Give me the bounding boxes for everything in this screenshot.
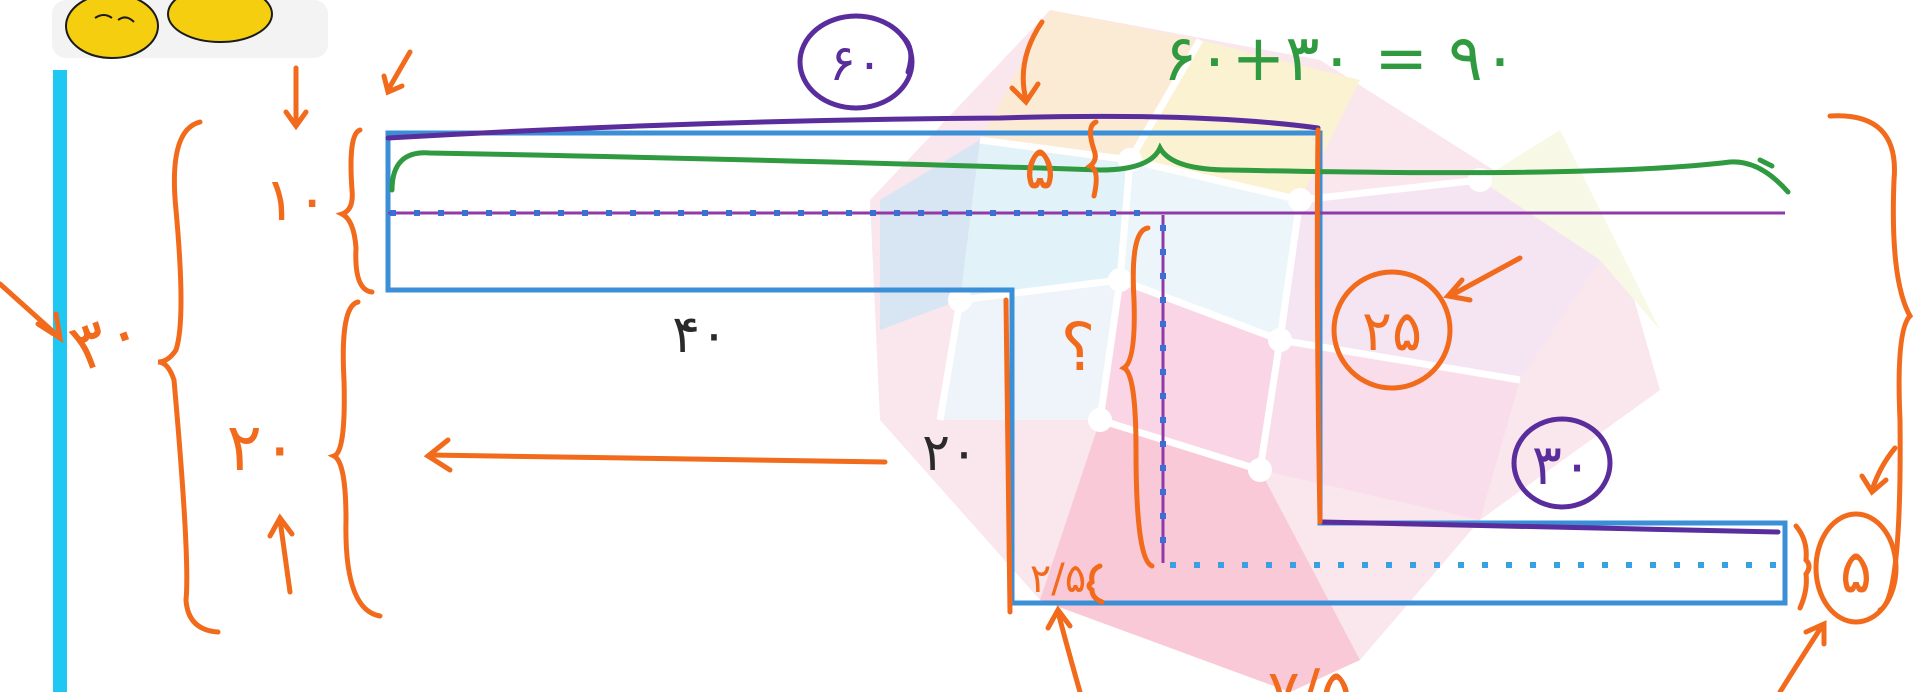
- label-left-top-height: ۱۰: [264, 165, 328, 235]
- label-step-width: ۲۰: [922, 423, 978, 483]
- emoji-face-icons: [52, 0, 328, 59]
- label-bottom-partial: ۷/۵: [1268, 657, 1353, 692]
- label-inner-width: ۴۰: [672, 305, 728, 365]
- purple-annotations: [385, 13, 1781, 535]
- label-unknown-height: ؟: [1060, 309, 1095, 386]
- green-brace: [389, 142, 1791, 195]
- label-sum-equation: ۶۰+۳۰ = ۹۰: [1163, 22, 1517, 96]
- label-top-width: ۶۰: [829, 34, 883, 92]
- orange-annotations: [0, 19, 1914, 695]
- label-left-bottom-height: ۲۰: [227, 409, 298, 486]
- shape-outline: [385, 130, 1788, 606]
- label-middle-height: ۲۵: [1362, 299, 1422, 364]
- label-top-gap: ۵: [1024, 133, 1056, 203]
- label-left-total-height: ۳۰: [60, 291, 153, 388]
- cyan-height-bar: [53, 70, 67, 692]
- label-bottom-strip-height: ۲/۵: [1030, 556, 1086, 602]
- label-bottom-right-width: ۳۰: [1532, 433, 1592, 498]
- watermark-logo: [870, 10, 1660, 692]
- labels: ۶۰ ۶۰+۳۰ = ۹۰ ۵ ۱۰ ۳۰ ۲۰ ۴۰ ۲۰ ؟ ۲۵ ۳۰ ۲…: [60, 22, 1872, 696]
- label-right-strip-height: ۵: [1840, 537, 1872, 607]
